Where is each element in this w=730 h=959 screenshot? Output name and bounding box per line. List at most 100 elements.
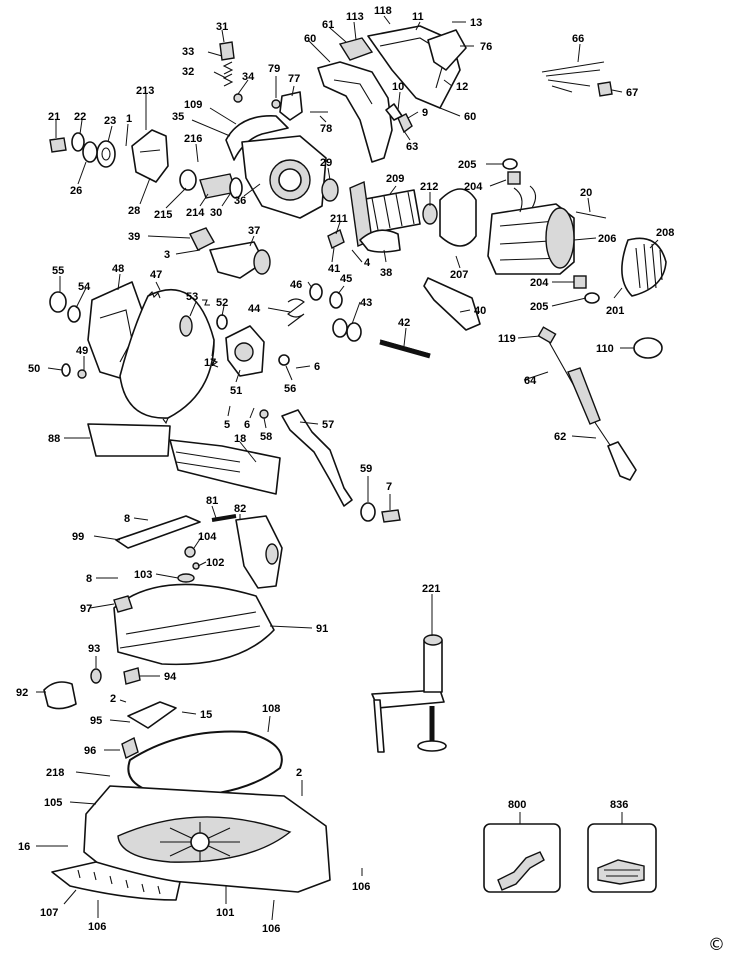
callout-21: 21: [48, 111, 60, 123]
callout-76: 76: [480, 41, 492, 53]
upper-guard-109: [225, 115, 289, 161]
callout-82: 82: [234, 503, 246, 515]
callout-11: 11: [412, 11, 424, 23]
callout-110: 110: [596, 343, 614, 355]
shaft-42: [379, 339, 431, 359]
callout-107: 107: [40, 907, 58, 919]
turntable-91: [113, 583, 275, 666]
callout-17: 17: [204, 357, 216, 369]
callout-7: 7: [386, 481, 392, 493]
callout-97: 97: [80, 603, 92, 615]
washer-45: [329, 291, 343, 309]
callout-9: 9: [422, 107, 428, 119]
callout-3: 3: [164, 249, 170, 261]
callout-213: 213: [136, 85, 154, 97]
callout-60-top: 60: [304, 33, 316, 45]
callout-1: 1: [126, 113, 132, 125]
callout-40: 40: [474, 305, 486, 317]
screw-49: [77, 369, 87, 379]
trigger-63: [397, 113, 413, 134]
bushing-59: [360, 502, 376, 522]
connector-67: [597, 81, 613, 97]
callout-38: 38: [380, 267, 392, 279]
callout-56: 56: [284, 383, 296, 395]
callout-201: 201: [606, 305, 624, 317]
knob-92: [43, 681, 77, 710]
bushing-93: [90, 668, 102, 684]
handle-60: [317, 61, 393, 163]
accessory-800: [497, 851, 545, 891]
grip-62b: [567, 367, 601, 425]
leader-lines: [36, 15, 659, 921]
callout-99: 99: [72, 531, 84, 543]
spring-32: [222, 61, 234, 87]
callout-106-center: 106: [262, 923, 280, 935]
rail-99: [115, 515, 201, 549]
callout-105: 105: [44, 797, 62, 809]
callout-101: 101: [216, 907, 234, 919]
callout-10: 10: [392, 81, 404, 93]
washer-54: [67, 305, 81, 323]
callout-37: 37: [248, 225, 260, 237]
callout-216: 216: [184, 133, 202, 145]
callout-212: 212: [420, 181, 438, 193]
wire-66: [541, 61, 605, 93]
bushing-43b: [346, 322, 362, 342]
callout-45: 45: [340, 273, 352, 285]
link-arm-57: [281, 409, 353, 507]
accessory-836: [597, 859, 645, 885]
callout-208: 208: [656, 227, 674, 239]
callout-55: 55: [52, 265, 64, 277]
spring-44: [287, 298, 305, 327]
washer-28: [179, 169, 197, 191]
callout-51: 51: [230, 385, 242, 397]
callout-5: 5: [224, 419, 230, 431]
callout-35: 35: [172, 111, 184, 123]
bearing-30: [229, 177, 243, 199]
callout-81: 81: [206, 495, 218, 507]
callout-836: 836: [610, 799, 628, 811]
callout-labels: 31 33 32 34 79 77 61 113 118 11 13 76 60…: [16, 5, 725, 955]
callout-91: 91: [316, 623, 328, 635]
callout-47: 47: [150, 269, 162, 281]
callout-32: 32: [182, 66, 194, 78]
lever-211: [327, 229, 345, 249]
clamp-94: [123, 667, 141, 685]
screw-20: [575, 211, 607, 219]
callout-41: 41: [328, 263, 340, 275]
bearing-212: [422, 203, 438, 225]
switch-housing-61: [338, 37, 374, 61]
callout-48: 48: [112, 263, 124, 275]
callout-2-left: 2: [110, 693, 116, 705]
callout-78: 78: [320, 123, 332, 135]
callout-94: 94: [164, 671, 177, 683]
lock-button-31: [219, 41, 235, 61]
callout-108: 108: [262, 703, 280, 715]
callout-22: 22: [74, 111, 86, 123]
callout-42: 42: [398, 317, 410, 329]
callout-206: 206: [598, 233, 616, 245]
callout-204-top: 204: [464, 181, 483, 193]
callout-4: 4: [364, 257, 371, 269]
callout-205-top: 205: [458, 159, 476, 171]
pin-34: [233, 93, 243, 103]
callout-34: 34: [242, 71, 255, 83]
callout-104: 104: [198, 531, 217, 543]
callout-28: 28: [128, 205, 140, 217]
bearing-29: [321, 178, 339, 202]
fence-88-b: [169, 439, 281, 495]
nut-104: [184, 546, 196, 558]
callout-109: 109: [184, 99, 202, 111]
callout-88: 88: [48, 433, 60, 445]
callout-16: 16: [18, 841, 30, 853]
callout-79: 79: [268, 63, 280, 75]
handle-cap-76: [427, 29, 467, 71]
arm-link-40: [423, 277, 481, 331]
callout-18: 18: [234, 433, 246, 445]
callout-204-bottom: 204: [530, 277, 549, 289]
ring-50: [61, 363, 71, 377]
callout-207: 207: [450, 269, 468, 281]
bracket-10: [385, 103, 403, 121]
callout-66: 66: [572, 33, 584, 45]
flange-26: [82, 141, 98, 163]
